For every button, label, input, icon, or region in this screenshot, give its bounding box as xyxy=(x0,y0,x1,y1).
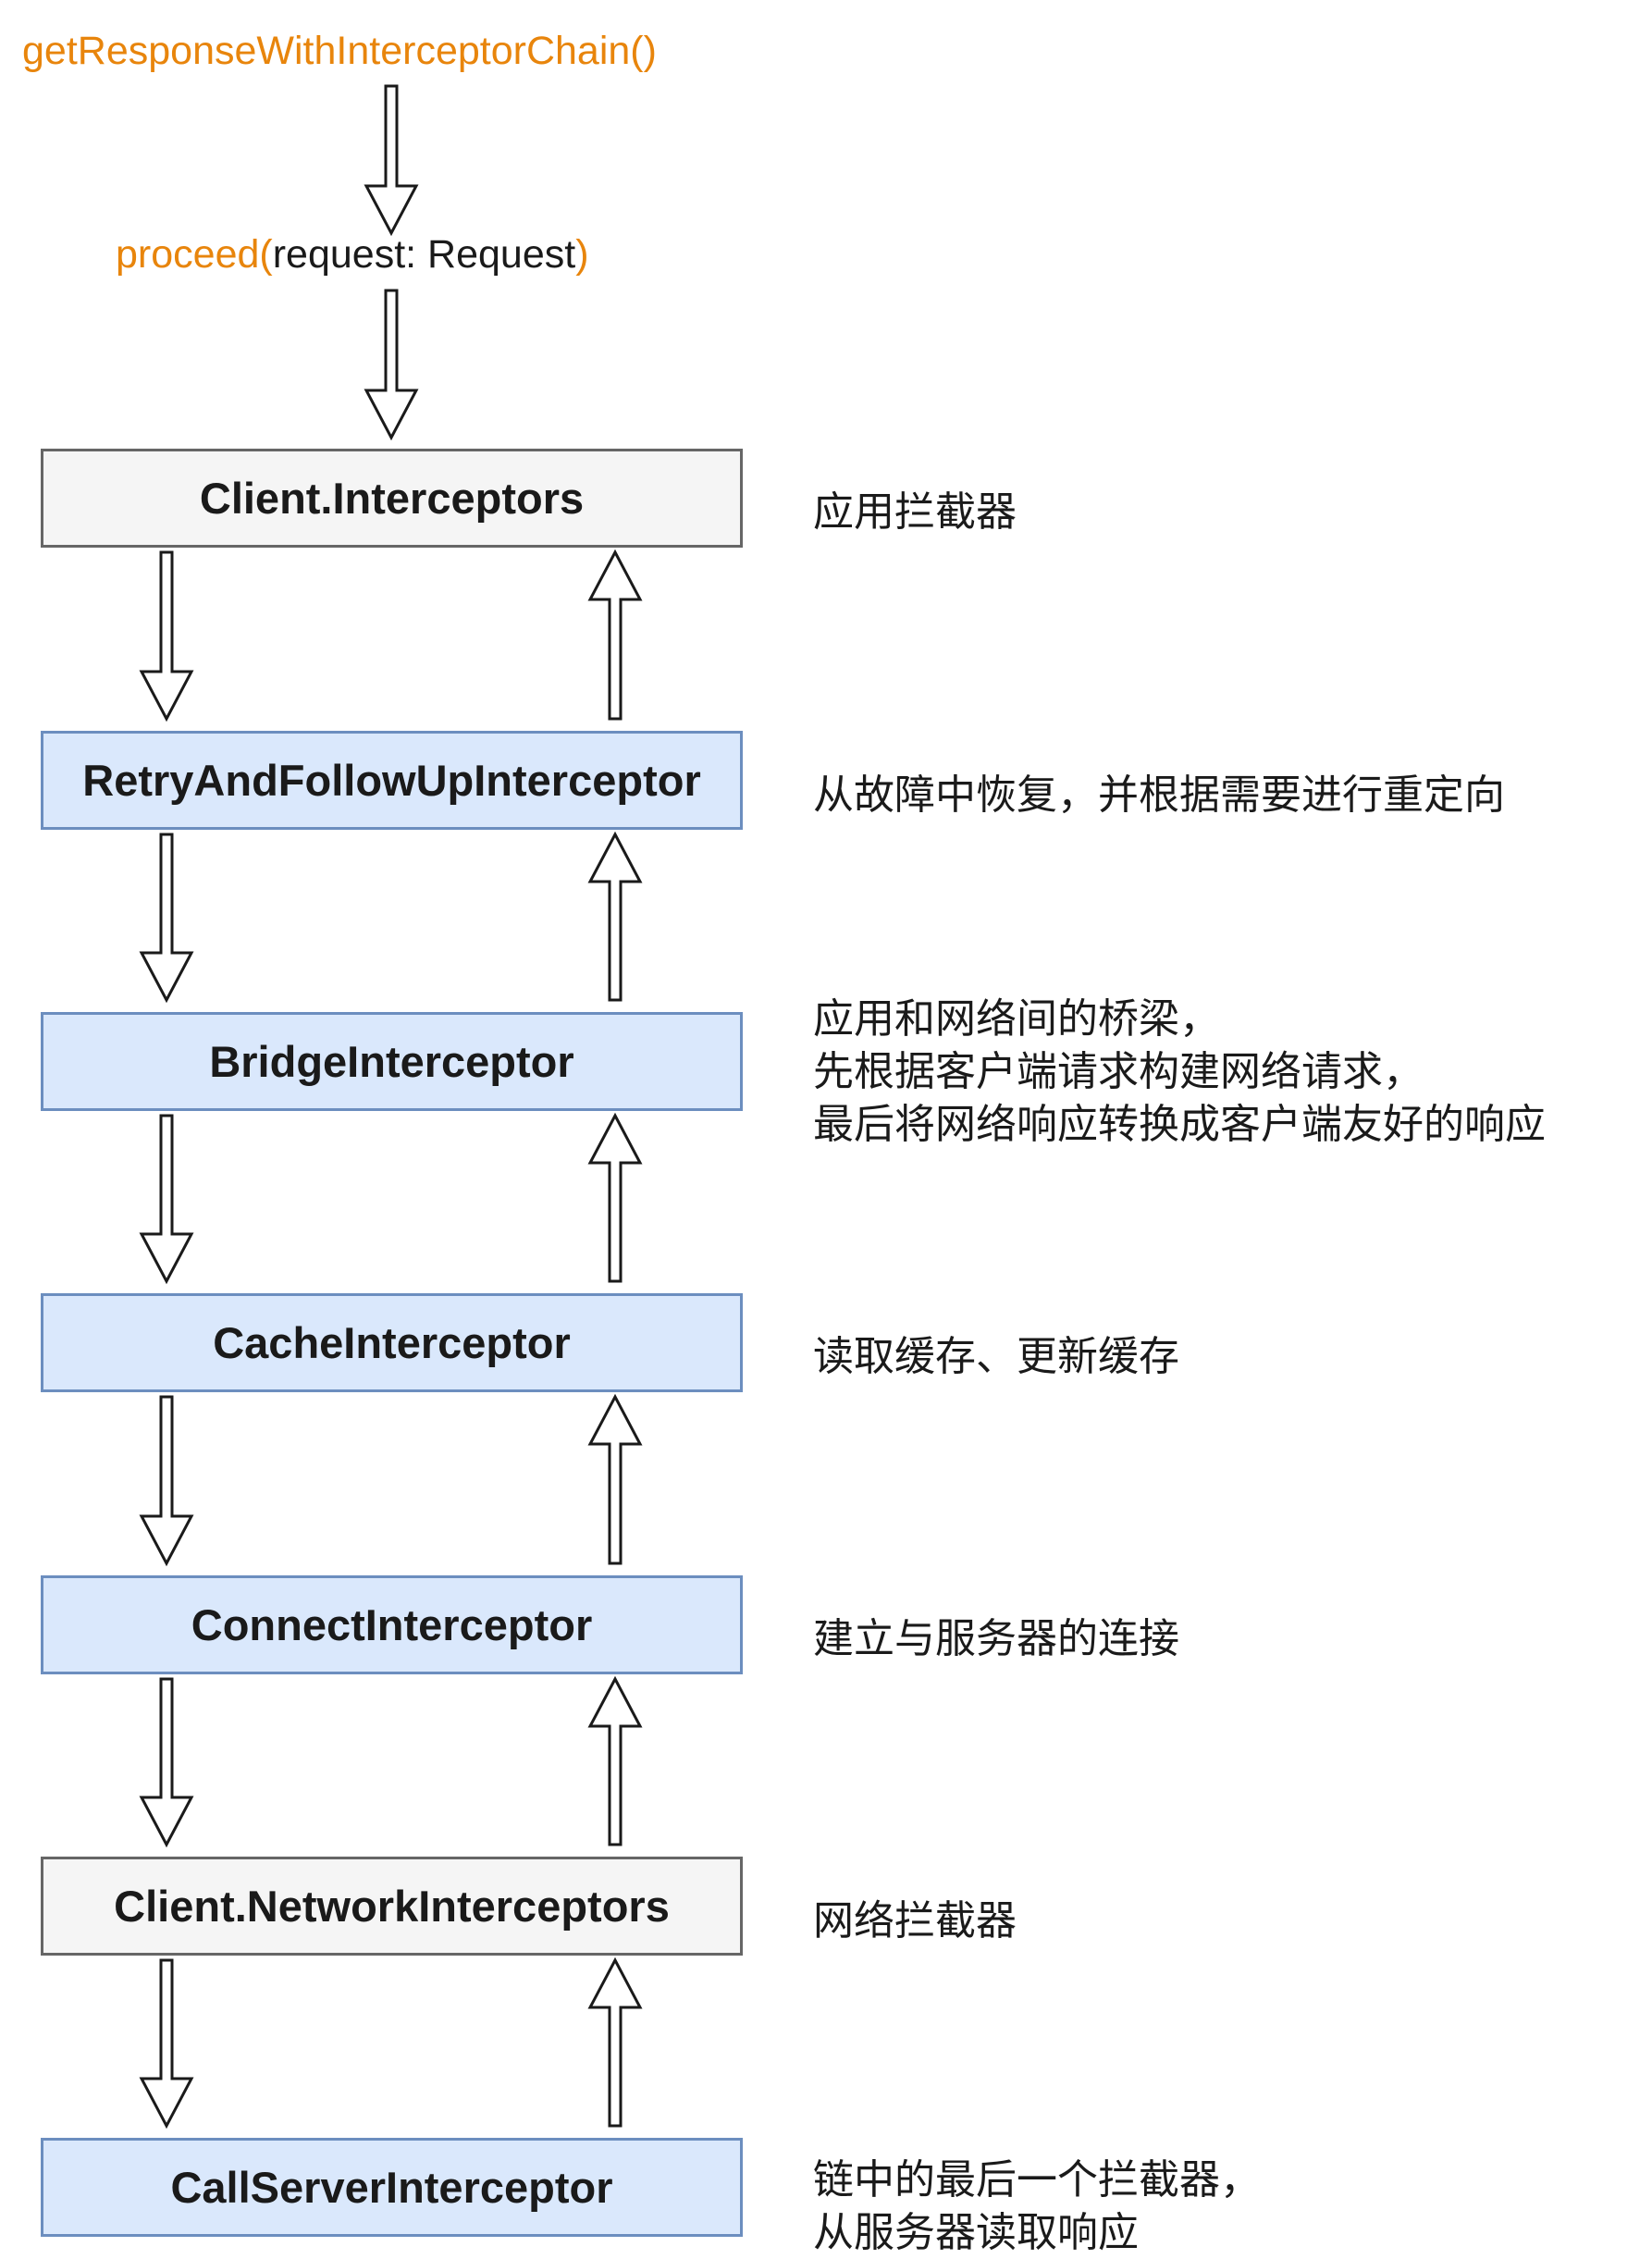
proceed-call-label: proceed(request: Request) xyxy=(116,235,589,275)
description-call-server: 链中的最后一个拦截器， 从服务器读取响应 xyxy=(813,2156,1261,2256)
proceed-call-param: request: Request xyxy=(272,232,576,277)
entry-method-label: getResponseWithInterceptorChain() xyxy=(22,29,657,73)
down-arrow-entry-to-proceed xyxy=(364,84,419,237)
response-up-arrow-cache-to-bridge xyxy=(587,1112,643,1283)
description-cache: 读取缓存、更新缓存 xyxy=(813,1333,1179,1380)
response-up-arrow-connect-to-cache xyxy=(587,1393,643,1565)
response-up-arrow-network-interceptors-to-connect xyxy=(587,1675,643,1846)
response-up-arrow-bridge-to-retry xyxy=(587,831,643,1002)
description-client-interceptors: 应用拦截器 xyxy=(813,488,1017,536)
description-retry-and-follow-up: 从故障中恢复，并根据需要进行重定向 xyxy=(813,772,1505,819)
request-down-arrow-retry-to-bridge xyxy=(139,833,194,1004)
proceed-call-name: proceed( xyxy=(116,232,273,277)
request-down-arrow-connect-to-network-interceptors xyxy=(139,1677,194,1848)
interceptor-box-connect: ConnectInterceptor xyxy=(41,1575,743,1674)
interceptor-box-bridge: BridgeInterceptor xyxy=(41,1012,743,1111)
response-up-arrow-call-server-to-network-interceptors xyxy=(587,1957,643,2128)
interceptor-box-call-server: CallServerInterceptor xyxy=(41,2138,743,2237)
interceptor-box-cache: CacheInterceptor xyxy=(41,1293,743,1392)
proceed-call-close: ) xyxy=(575,232,589,277)
request-down-arrow-bridge-to-cache xyxy=(139,1114,194,1285)
response-up-arrow-retry-to-client-interceptors xyxy=(587,549,643,721)
description-connect: 建立与服务器的连接 xyxy=(813,1615,1179,1662)
description-bridge: 应用和网络间的桥梁， 先根据客户端请求构建网络请求， 最后将网络响应转换成客户端… xyxy=(813,995,1546,1148)
interceptor-box-client-interceptors: Client.Interceptors xyxy=(41,449,743,548)
interceptor-box-retry-and-follow-up: RetryAndFollowUpInterceptor xyxy=(41,731,743,830)
description-client-network-interceptors: 网络拦截器 xyxy=(813,1897,1017,1944)
request-down-arrow-network-interceptors-to-call-server xyxy=(139,1958,194,2129)
request-down-arrow-client-interceptors-to-retry xyxy=(139,550,194,722)
interceptor-box-client-network-interceptors: Client.NetworkInterceptors xyxy=(41,1857,743,1956)
down-arrow-proceed-to-chain xyxy=(364,289,419,441)
request-down-arrow-cache-to-connect xyxy=(139,1395,194,1567)
